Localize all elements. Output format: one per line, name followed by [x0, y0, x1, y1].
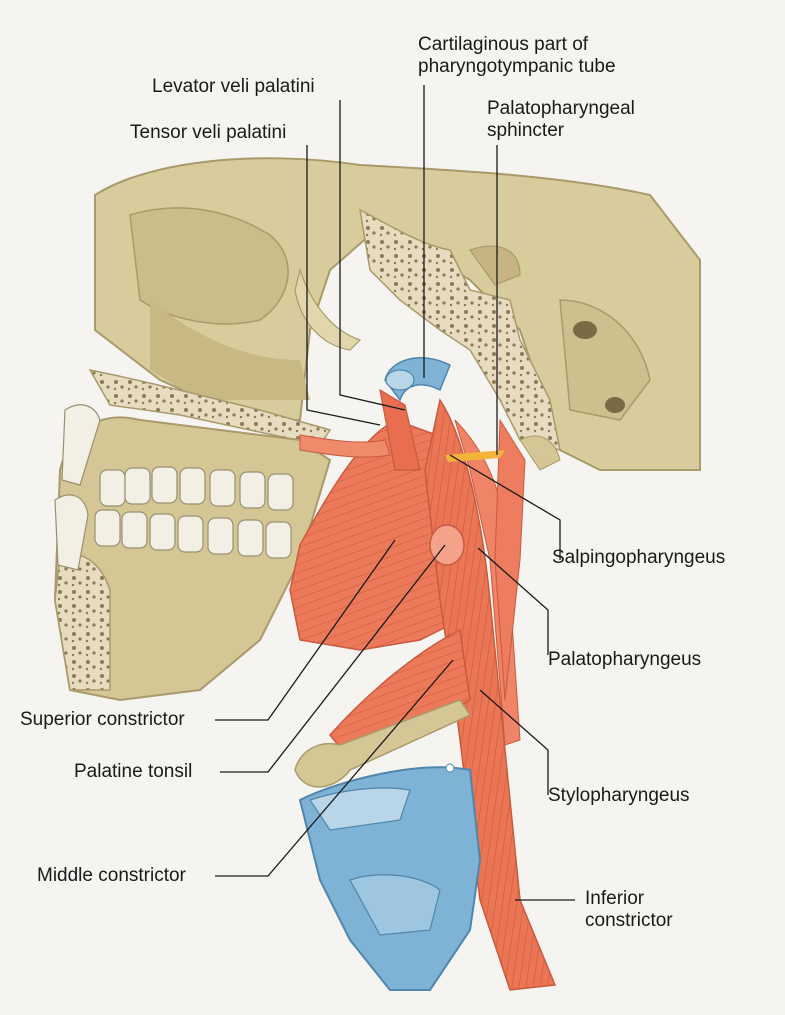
- middle-constrictor-muscle: [329, 628, 471, 761]
- pterygoid-plate: [294, 267, 362, 351]
- leader-middle-constrictor: [215, 659, 454, 877]
- upper-tooth: [124, 467, 151, 505]
- label-cartilaginous-part: Cartilaginous part of pharyngotympanic t…: [418, 34, 616, 78]
- leader-stylopharyngeus: [479, 689, 549, 795]
- label-palatopharyngeal-sphincter: Palatopharyngeal sphincter: [487, 98, 635, 142]
- palatopharyngeal-sphincter-band: [445, 450, 505, 462]
- leader-tensor: [306, 145, 381, 426]
- lower-tooth: [237, 519, 264, 557]
- label-levator-veli-palatini: Levator veli palatini: [152, 76, 315, 97]
- palatine-tonsil-shape: [429, 524, 465, 566]
- leader-lines: [215, 85, 575, 901]
- leader-palatine-tonsil: [220, 544, 446, 773]
- cricoid-region: [349, 874, 441, 936]
- skull: [88, 157, 701, 471]
- label-superior-constrictor: Superior constrictor: [20, 709, 185, 730]
- lower-tooth: [207, 517, 234, 555]
- lower-tooth: [121, 511, 148, 549]
- maxilla: [150, 300, 310, 400]
- label-line: Palatopharyngeal: [487, 98, 635, 119]
- upper-tooth: [151, 466, 178, 504]
- upper-tooth: [179, 467, 206, 505]
- stylopharyngeus-muscle: [494, 418, 526, 701]
- upper-tooth: [239, 471, 266, 509]
- leader-salpingopharyngeus: [449, 454, 561, 560]
- lower-tooth: [149, 513, 176, 551]
- label-line: pharyngotympanic tube: [418, 56, 616, 77]
- temporal-bone-section: [359, 208, 561, 452]
- leader-palatopharyngeus: [477, 547, 549, 655]
- incisor-lower: [54, 494, 89, 571]
- mastoid-region: [469, 245, 521, 286]
- label-palatine-tonsil: Palatine tonsil: [74, 761, 193, 782]
- superior-constrictor-muscle: [289, 419, 471, 651]
- mandible-section: [54, 553, 111, 691]
- teeth: [94, 466, 294, 559]
- lower-tooth: [265, 521, 292, 559]
- tensor-veli-palatini-muscle: [299, 434, 391, 458]
- label-salpingopharyngeus: Salpingopharyngeus: [552, 547, 726, 568]
- label-inferior-constrictor: Inferior constrictor: [585, 888, 673, 932]
- label-middle-constrictor: Middle constrictor: [37, 865, 186, 886]
- label-tensor-veli-palatini: Tensor veli palatini: [130, 122, 287, 143]
- leader-superior-constrictor: [215, 539, 396, 721]
- background-fade: [560, 150, 785, 510]
- label-line: sphincter: [487, 120, 565, 141]
- leader-levator: [339, 100, 406, 411]
- upper-tooth: [209, 469, 236, 507]
- styloid-process: [519, 435, 561, 471]
- upper-tooth: [99, 469, 126, 507]
- label-line: Cartilaginous part of: [418, 34, 589, 55]
- label-stylopharyngeus: Stylopharyngeus: [548, 785, 690, 806]
- orbit-region: [129, 207, 289, 325]
- lower-tooth: [177, 515, 204, 553]
- label-palatopharyngeus: Palatopharyngeus: [548, 649, 702, 670]
- upper-tooth: [267, 473, 294, 511]
- label-line: constrictor: [585, 910, 673, 931]
- tube-opening: [385, 369, 415, 391]
- levator-veli-palatini-muscle: [379, 388, 421, 471]
- hyoid-bone: [294, 699, 472, 788]
- incisor-upper: [61, 404, 101, 486]
- label-line: Inferior: [585, 888, 645, 909]
- lower-tooth: [94, 509, 121, 547]
- foramen-marker: [445, 763, 455, 773]
